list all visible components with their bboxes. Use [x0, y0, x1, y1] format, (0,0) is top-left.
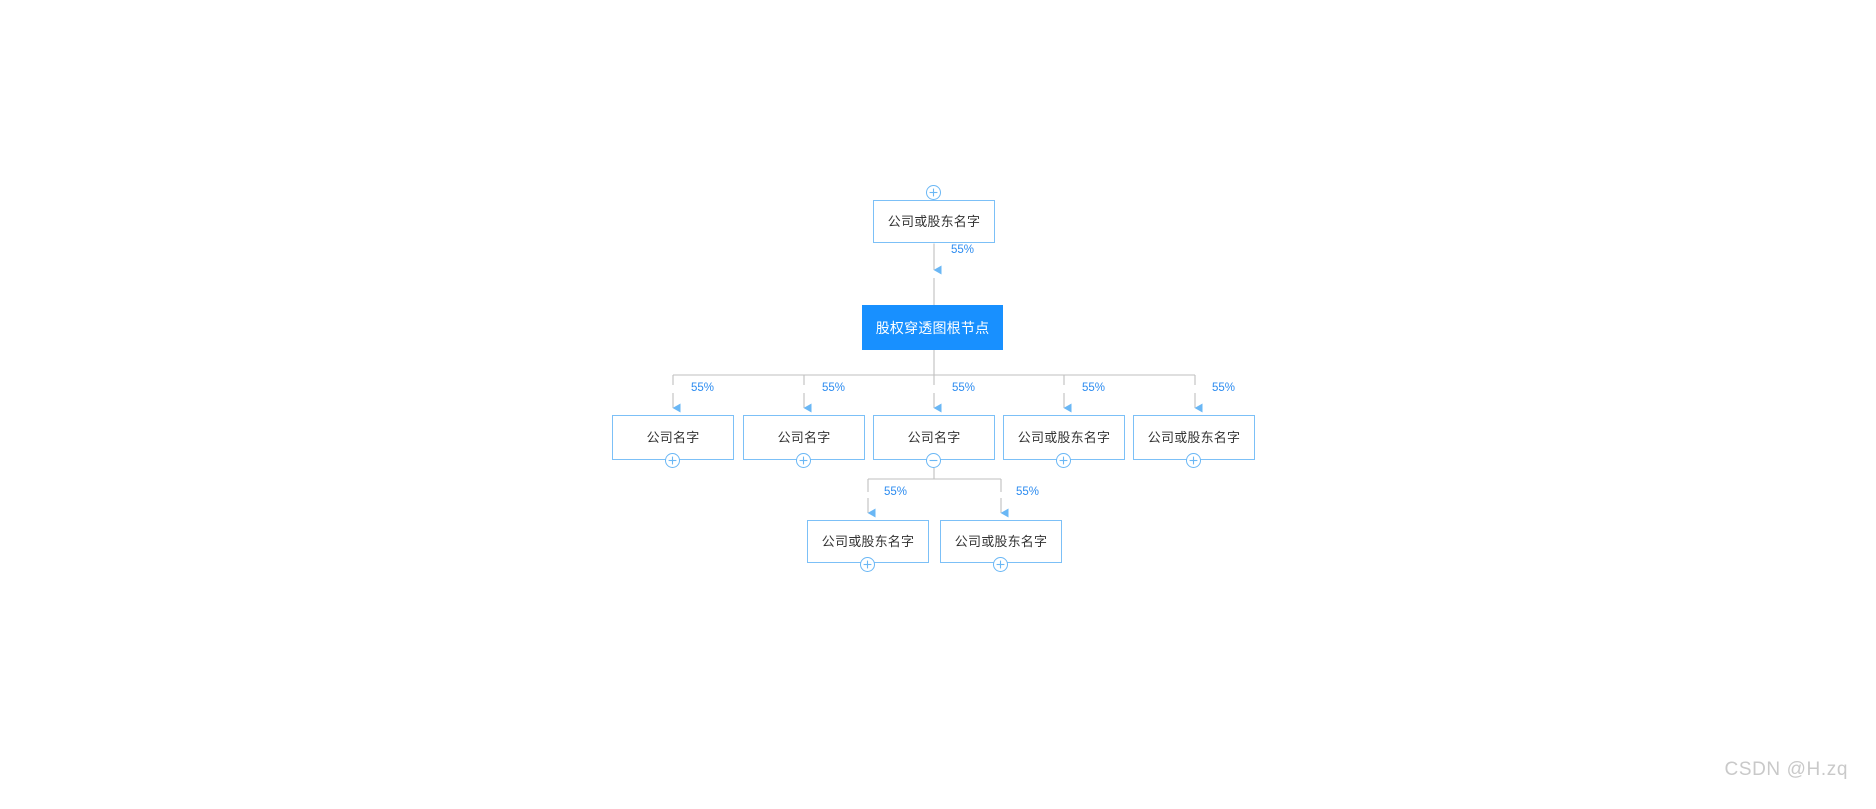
node-child-4[interactable]: 公司或股东名字	[1003, 415, 1125, 460]
node-child-5[interactable]: 公司或股东名字	[1133, 415, 1255, 460]
node-label: 公司或股东名字	[954, 534, 1048, 549]
edge-percent-label: 55%	[952, 382, 976, 394]
edge-percent-label: 55%	[1212, 382, 1236, 394]
node-child-2[interactable]: 公司名字	[743, 415, 865, 460]
watermark: CSDN @H.zq	[1724, 759, 1848, 780]
plus-glyph	[799, 456, 808, 465]
node-label: 公司名字	[907, 430, 961, 445]
expand-icon-child-5[interactable]	[1186, 453, 1201, 468]
node-child-1[interactable]: 公司名字	[612, 415, 734, 460]
node-label: 公司或股东名字	[887, 214, 981, 229]
edge-percent-label: 55%	[884, 486, 908, 498]
node-label: 公司或股东名字	[1147, 430, 1241, 445]
collapse-icon-child-3[interactable]	[926, 453, 941, 468]
node-label: 公司或股东名字	[1017, 430, 1111, 445]
edge-percent-label: 55%	[822, 382, 846, 394]
edge-percent-label: 55%	[1016, 486, 1040, 498]
expand-icon-child-2[interactable]	[796, 453, 811, 468]
plus-glyph	[929, 188, 938, 197]
plus-glyph	[1189, 456, 1198, 465]
expand-icon-parent-1[interactable]	[926, 185, 941, 200]
expand-icon-grandchild-1[interactable]	[860, 557, 875, 572]
node-parent-1[interactable]: 公司或股东名字	[873, 200, 995, 243]
edge-percent-label: 55%	[951, 244, 975, 256]
plus-glyph	[996, 560, 1005, 569]
expand-icon-child-4[interactable]	[1056, 453, 1071, 468]
plus-glyph	[668, 456, 677, 465]
expand-icon-child-1[interactable]	[665, 453, 680, 468]
edge-percent-label: 55%	[691, 382, 715, 394]
node-label: 股权穿透图根节点	[875, 319, 990, 336]
node-label: 公司或股东名字	[821, 534, 915, 549]
node-grandchild-1[interactable]: 公司或股东名字	[807, 520, 929, 563]
plus-glyph	[1059, 456, 1068, 465]
node-grandchild-2[interactable]: 公司或股东名字	[940, 520, 1062, 563]
node-root[interactable]: 股权穿透图根节点	[862, 305, 1003, 350]
node-label: 公司名字	[777, 430, 831, 445]
minus-glyph	[929, 459, 938, 462]
node-child-3[interactable]: 公司名字	[873, 415, 995, 460]
plus-glyph	[863, 560, 872, 569]
edge-percent-label: 55%	[1082, 382, 1106, 394]
node-label: 公司名字	[646, 430, 700, 445]
expand-icon-grandchild-2[interactable]	[993, 557, 1008, 572]
